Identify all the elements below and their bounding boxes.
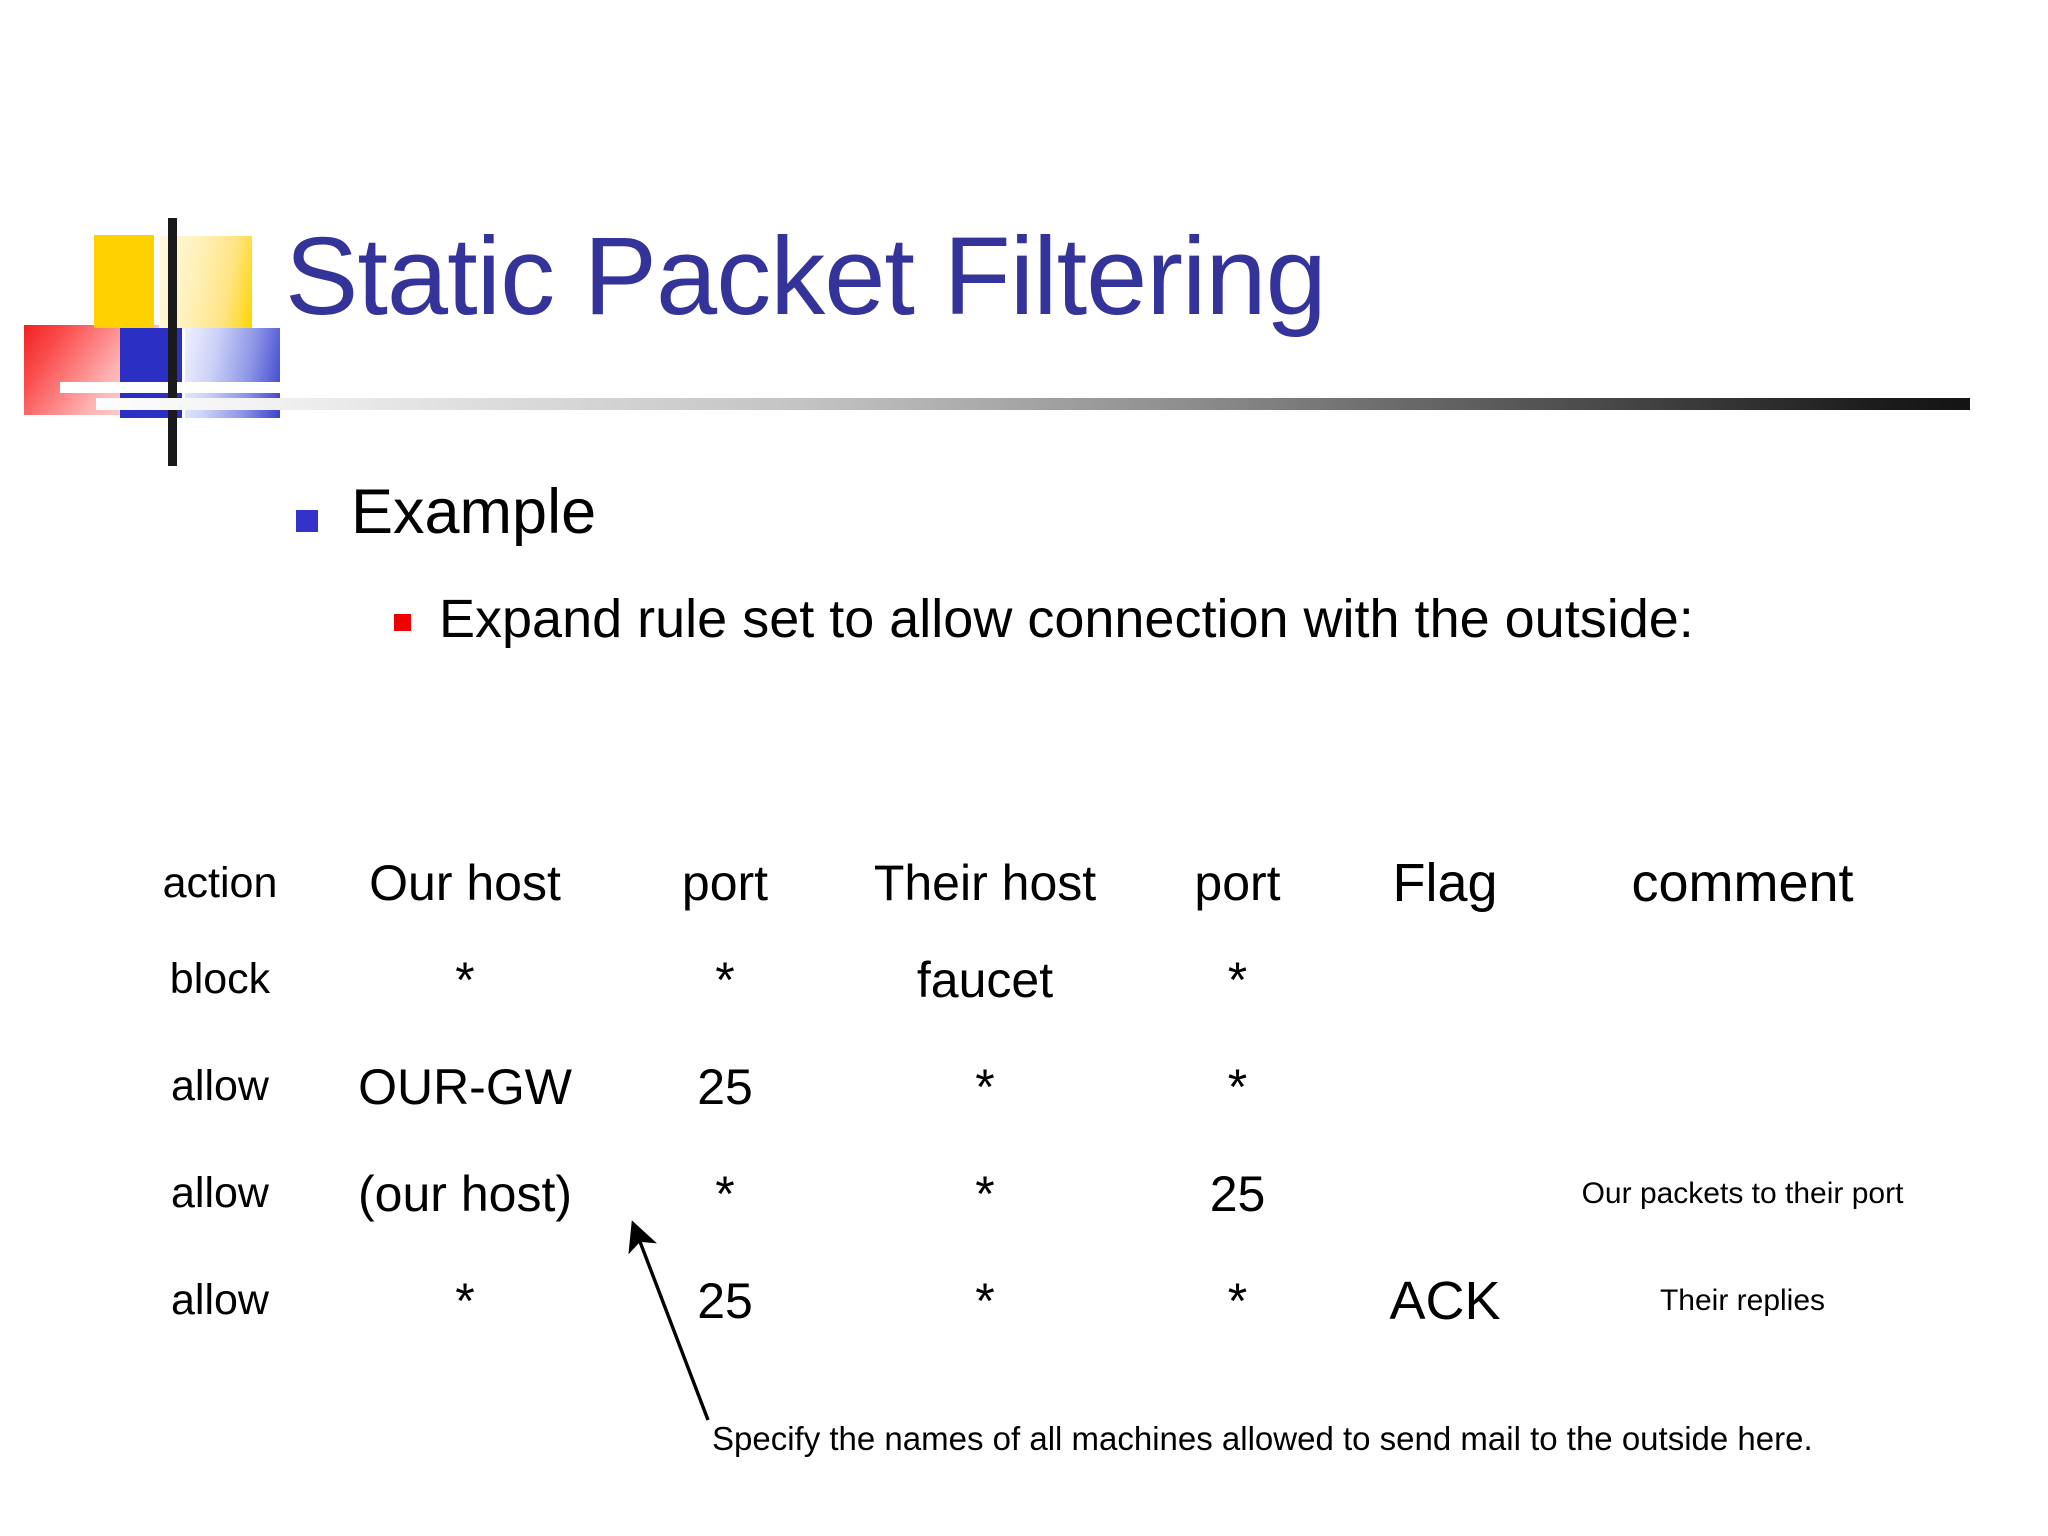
column-header-our-port: port bbox=[681, 855, 769, 911]
column-header-action: action bbox=[162, 858, 278, 907]
cell-their-port: * bbox=[1227, 1058, 1248, 1115]
cell-their-host: * bbox=[975, 1272, 995, 1329]
page-title: Static Packet Filtering bbox=[285, 215, 1327, 338]
column-header-our-host: Our host bbox=[369, 855, 561, 911]
column-header-their-host: Their host bbox=[873, 855, 1097, 911]
black-vertical-bar bbox=[168, 218, 177, 466]
cell-our-host: * bbox=[455, 1272, 475, 1329]
cell-comment bbox=[1545, 926, 1940, 1033]
bullet-label: Example bbox=[351, 477, 597, 547]
cell-their-port: 25 bbox=[1209, 1165, 1266, 1222]
square-bullet-icon bbox=[394, 614, 411, 631]
cell-action: block bbox=[169, 955, 271, 1003]
column-header-flag: Flag bbox=[1392, 853, 1498, 913]
table-header-row: action Our host port Their host port Fla… bbox=[120, 840, 1940, 926]
cell-flag bbox=[1345, 926, 1545, 1033]
cell-their-host: * bbox=[975, 1058, 995, 1115]
cell-action: allow bbox=[171, 1062, 269, 1110]
cell-our-host: (our host) bbox=[358, 1165, 572, 1222]
column-header-comment: comment bbox=[1631, 853, 1854, 913]
cell-flag bbox=[1345, 1033, 1545, 1140]
cell-our-port: 25 bbox=[697, 1272, 753, 1329]
cell-comment bbox=[1545, 1033, 1940, 1140]
bullet-item-expand-rule-set: Expand rule set to allow connection with… bbox=[394, 588, 1854, 651]
cell-our-port: * bbox=[715, 951, 735, 1008]
packet-filter-rule-table: action Our host port Their host port Fla… bbox=[120, 840, 1940, 1354]
cell-our-port: 25 bbox=[697, 1058, 753, 1115]
cell-our-host: * bbox=[455, 951, 475, 1008]
yellow-solid-square bbox=[94, 235, 154, 328]
cell-our-port: * bbox=[715, 1165, 735, 1222]
table-row: block * * faucet * bbox=[120, 926, 1940, 1033]
bullet-item-example: Example bbox=[296, 480, 596, 544]
cell-action: allow bbox=[171, 1169, 269, 1217]
table-row: allow (our host) * * 25 Our packets to t… bbox=[120, 1140, 1940, 1247]
cell-their-port: * bbox=[1227, 1272, 1248, 1329]
title-divider-rule bbox=[96, 398, 1970, 410]
cell-our-host: OUR-GW bbox=[358, 1058, 572, 1115]
cell-flag: ACK bbox=[1389, 1270, 1501, 1331]
white-slash-bar bbox=[60, 382, 320, 393]
cell-action: allow bbox=[171, 1276, 269, 1324]
cell-flag bbox=[1345, 1140, 1545, 1247]
cell-their-host: * bbox=[975, 1165, 995, 1222]
table-row: allow OUR-GW 25 * * bbox=[120, 1033, 1940, 1140]
annotation-caption: Specify the names of all machines allowe… bbox=[712, 1420, 1813, 1457]
square-bullet-icon bbox=[296, 510, 318, 532]
cell-their-port: * bbox=[1227, 951, 1248, 1008]
table-row: allow * 25 * * ACK Their replies bbox=[120, 1247, 1940, 1354]
column-header-their-port: port bbox=[1194, 855, 1281, 911]
bullet-label: Expand rule set to allow connection with… bbox=[439, 589, 1694, 649]
cell-comment: Our packets to their port bbox=[1581, 1176, 1904, 1210]
cell-their-host: faucet bbox=[916, 951, 1054, 1008]
cell-comment: Their replies bbox=[1659, 1283, 1826, 1317]
